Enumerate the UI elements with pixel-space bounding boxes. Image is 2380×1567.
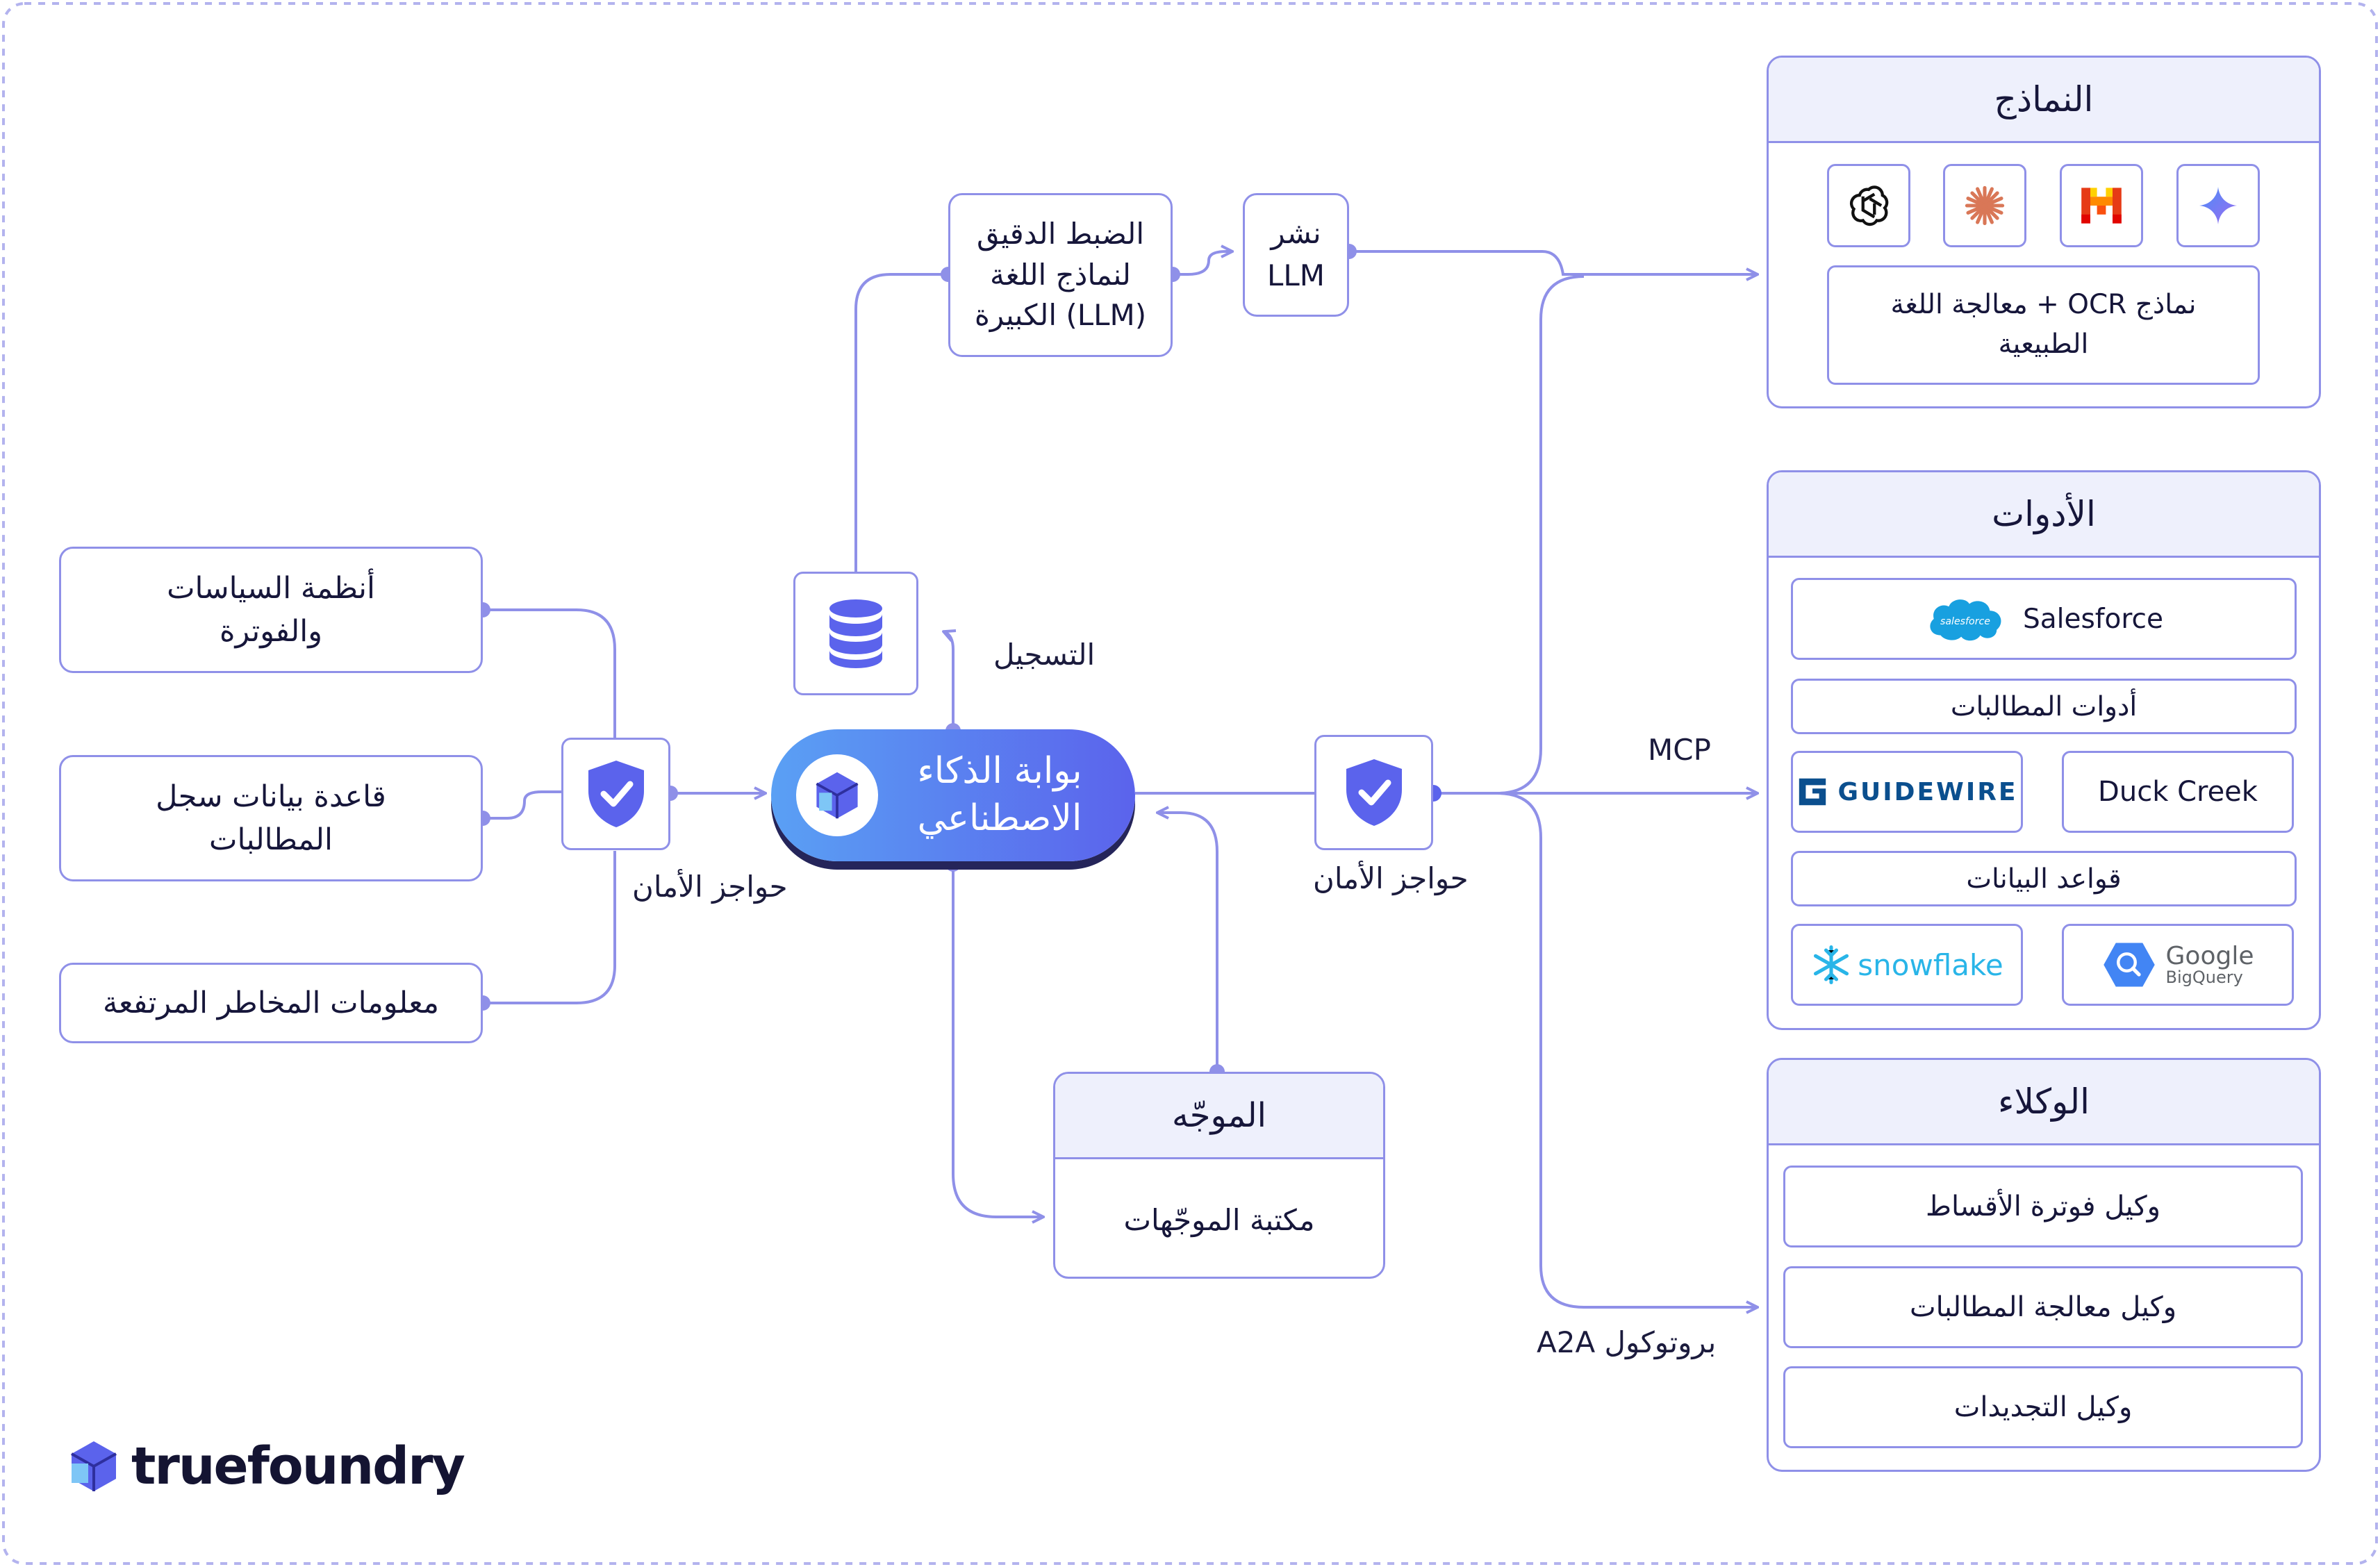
guidewire-icon <box>1799 778 1826 806</box>
mcp-label: MCP <box>1648 733 1711 767</box>
brand-logo: truefoundry <box>66 1436 465 1496</box>
claims-tools: أدوات المطالبات <box>1791 679 2297 734</box>
deploy-llm-box: نشر LLM <box>1243 193 1349 317</box>
router-to-gateway <box>1159 813 1218 1072</box>
tools-title: الأدوات <box>1769 472 2319 558</box>
guardrail-to-agents <box>1433 792 1756 1307</box>
database-icon <box>829 599 882 668</box>
gateway-title: بوابة الذكاء الاصطناعي <box>917 750 1082 839</box>
db-to-finetune <box>854 273 947 573</box>
fine-tuning-box: الضبط الدقيق لنماذج اللغة الكبيرة (LLM) <box>948 193 1173 357</box>
guidewire-tool: GUIDEWIRE <box>1791 751 2023 833</box>
bigquery-label: BigQuery <box>2165 968 2243 988</box>
truefoundry-logo-icon <box>71 1441 117 1491</box>
duck-creek-tool: Duck Creek <box>2062 751 2294 833</box>
claims-database: قاعدة بيانات سجل المطالبات <box>59 755 483 881</box>
gemini-icon <box>2176 164 2260 247</box>
left-guardrail-label: حواجز الأمان <box>632 870 788 904</box>
guidewire-label: GUIDEWIRE <box>1837 777 2018 806</box>
left-guardrail <box>561 738 670 850</box>
salesforce-cloud-icon: salesforce <box>1930 599 2001 641</box>
premium-billing-agent[interactable]: وكيل فوترة الأقساط <box>1783 1166 2303 1247</box>
policy-connector <box>483 608 616 740</box>
snowflake-tool: snowflake <box>1791 924 2023 1006</box>
risk-information: معلومات المخاطر المرتفعة <box>59 963 483 1043</box>
truefoundry-cube-icon <box>796 754 878 836</box>
risk-connector <box>483 851 616 1004</box>
ocr-nlp-models: معالجة اللغة + OCR نماذج الطبيعية <box>1827 265 2260 385</box>
shield-icon <box>588 761 644 827</box>
prompt-library: مكتبة الموجّهات <box>1123 1203 1315 1237</box>
router-title: الموجّه <box>1055 1074 1383 1159</box>
right-guardrail <box>1314 735 1433 850</box>
bigquery-icon <box>2103 943 2155 987</box>
a2a-label: بروتوكول A2A <box>1537 1325 1717 1359</box>
salesforce-tool: salesforce Salesforce <box>1791 578 2297 660</box>
logging-database <box>793 572 918 695</box>
agents-title: الوكلاء <box>1769 1060 2319 1145</box>
mistral-icon <box>2060 164 2143 247</box>
models-title: النماذج <box>1769 58 2319 143</box>
shield-icon <box>1346 759 1402 826</box>
brand-name: truefoundry <box>131 1436 465 1496</box>
claims-processing-agent[interactable]: وكيل معالجة المطالبات <box>1783 1266 2303 1348</box>
snowflake-label: snowflake <box>1858 947 2003 982</box>
openai-icon <box>1827 164 1910 247</box>
deploy-to-models <box>1349 250 1756 274</box>
gateway-to-logging <box>945 632 953 729</box>
databases-label: قواعد البيانات <box>1791 851 2297 906</box>
claims-db-connector <box>483 790 561 820</box>
logging-label: التسجيل <box>993 638 1096 672</box>
bigquery-tool: Google BigQuery <box>2062 924 2294 1006</box>
google-label: Google <box>2165 941 2254 970</box>
salesforce-label: Salesforce <box>2022 603 2163 635</box>
ai-gateway[interactable]: بوابة الذكاء الاصطناعي <box>771 729 1135 861</box>
renewals-agent[interactable]: وكيل التجديدات <box>1783 1366 2303 1448</box>
anthropic-icon <box>1943 164 2026 247</box>
router-panel: الموجّه مكتبة الموجّهات <box>1053 1072 1385 1279</box>
gateway-to-router <box>952 864 1042 1217</box>
right-guardrail-label: حواجز الأمان <box>1313 861 1469 895</box>
guardrail-to-models <box>1433 275 1585 795</box>
policy-billing-systems: أنظمة السياسات والفوترة <box>59 547 483 673</box>
finetune-to-deploy <box>1173 251 1231 276</box>
snowflake-icon <box>1814 945 1849 985</box>
salesforce-logo-text: salesforce <box>1940 616 1990 627</box>
